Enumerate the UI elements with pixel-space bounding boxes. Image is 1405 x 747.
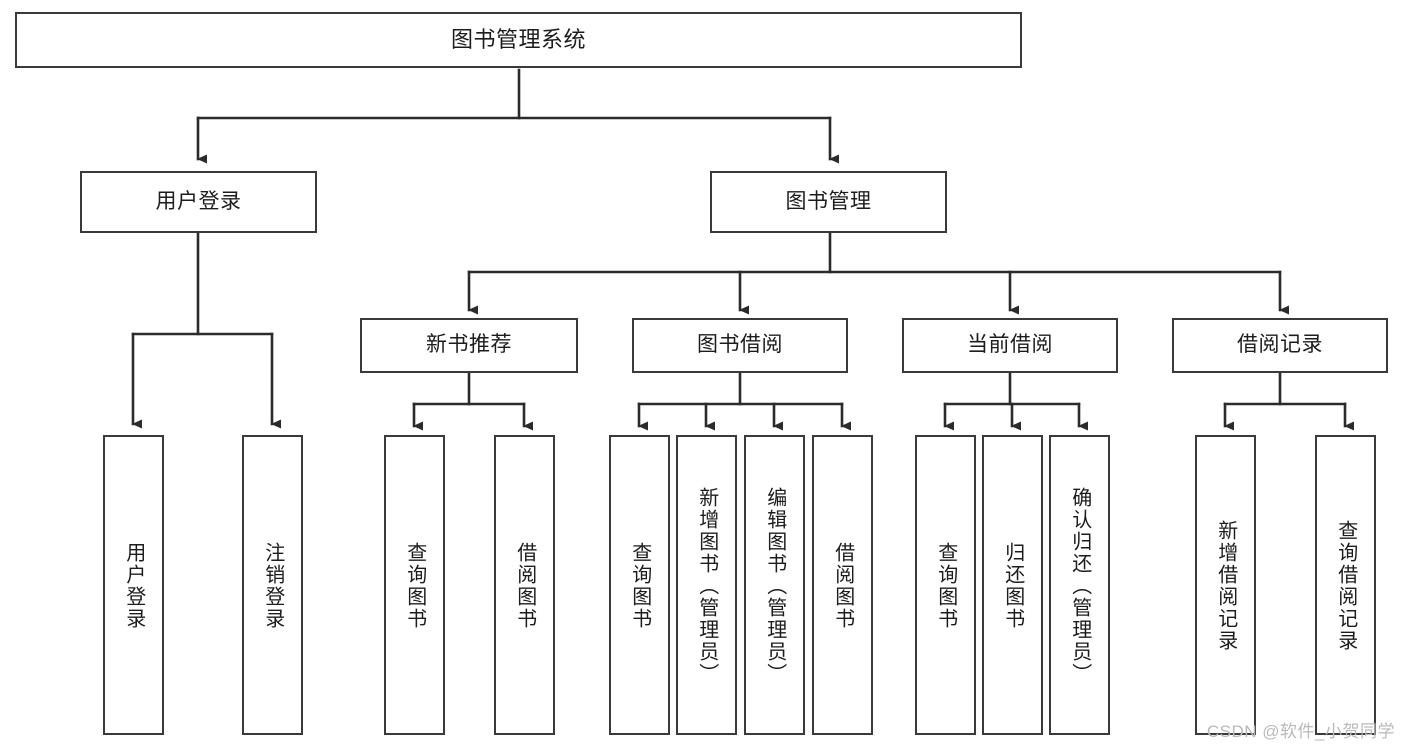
node-leaf-borrow-query-book[interactable]: 查询图书	[609, 435, 670, 735]
node-label: 编辑图书（管理员）	[763, 487, 786, 685]
node-leaf-user-login-signin[interactable]: 用户登录	[103, 435, 164, 735]
node-user-login[interactable]: 用户登录	[80, 171, 317, 233]
node-new-book-recommend[interactable]: 新书推荐	[360, 318, 578, 373]
node-leaf-current-return-book[interactable]: 归还图书	[982, 435, 1043, 735]
node-label: 用户登录	[122, 542, 145, 630]
node-label: 新增图书（管理员）	[695, 487, 718, 685]
node-label: 查询图书	[403, 542, 426, 630]
node-label: 借阅图书	[513, 542, 536, 630]
node-leaf-new-book-query[interactable]: 查询图书	[384, 435, 445, 735]
node-leaf-new-book-borrow[interactable]: 借阅图书	[494, 435, 555, 735]
node-leaf-user-login-signout[interactable]: 注销登录	[242, 435, 303, 735]
node-leaf-borrow-add-book-admin[interactable]: 新增图书（管理员）	[676, 435, 737, 735]
node-label: 确认归还（管理员）	[1068, 487, 1091, 685]
node-label: 新书推荐	[426, 333, 512, 357]
node-label: 图书借阅	[697, 333, 783, 357]
node-label: 用户登录	[155, 189, 242, 213]
node-leaf-borrow-edit-book-admin[interactable]: 编辑图书（管理员）	[744, 435, 805, 735]
node-leaf-borrow-borrow-book[interactable]: 借阅图书	[812, 435, 873, 735]
watermark-text: CSDN @软件_小贺同学	[1206, 722, 1395, 741]
node-root-book-management-system[interactable]: 图书管理系统	[15, 12, 1022, 68]
node-label: 图书管理	[785, 189, 872, 213]
node-label: 图书管理系统	[450, 27, 586, 53]
node-book-borrow[interactable]: 图书借阅	[632, 318, 848, 373]
node-label: 新增借阅记录	[1214, 520, 1237, 652]
node-label: 当前借阅	[967, 333, 1053, 357]
node-label: 归还图书	[1001, 542, 1024, 630]
node-label: 查询借阅记录	[1334, 520, 1357, 652]
node-book-management[interactable]: 图书管理	[710, 171, 947, 233]
node-leaf-record-add[interactable]: 新增借阅记录	[1195, 435, 1256, 735]
node-label: 借阅图书	[831, 542, 854, 630]
node-label: 注销登录	[261, 542, 284, 630]
node-current-borrow[interactable]: 当前借阅	[902, 318, 1118, 373]
node-leaf-current-confirm-return-admin[interactable]: 确认归还（管理员）	[1049, 435, 1110, 735]
node-borrow-record[interactable]: 借阅记录	[1172, 318, 1388, 373]
node-leaf-record-query[interactable]: 查询借阅记录	[1315, 435, 1376, 735]
node-leaf-current-query-book[interactable]: 查询图书	[915, 435, 976, 735]
node-label: 借阅记录	[1237, 333, 1323, 357]
node-label: 查询图书	[934, 542, 957, 630]
node-label: 查询图书	[628, 542, 651, 630]
